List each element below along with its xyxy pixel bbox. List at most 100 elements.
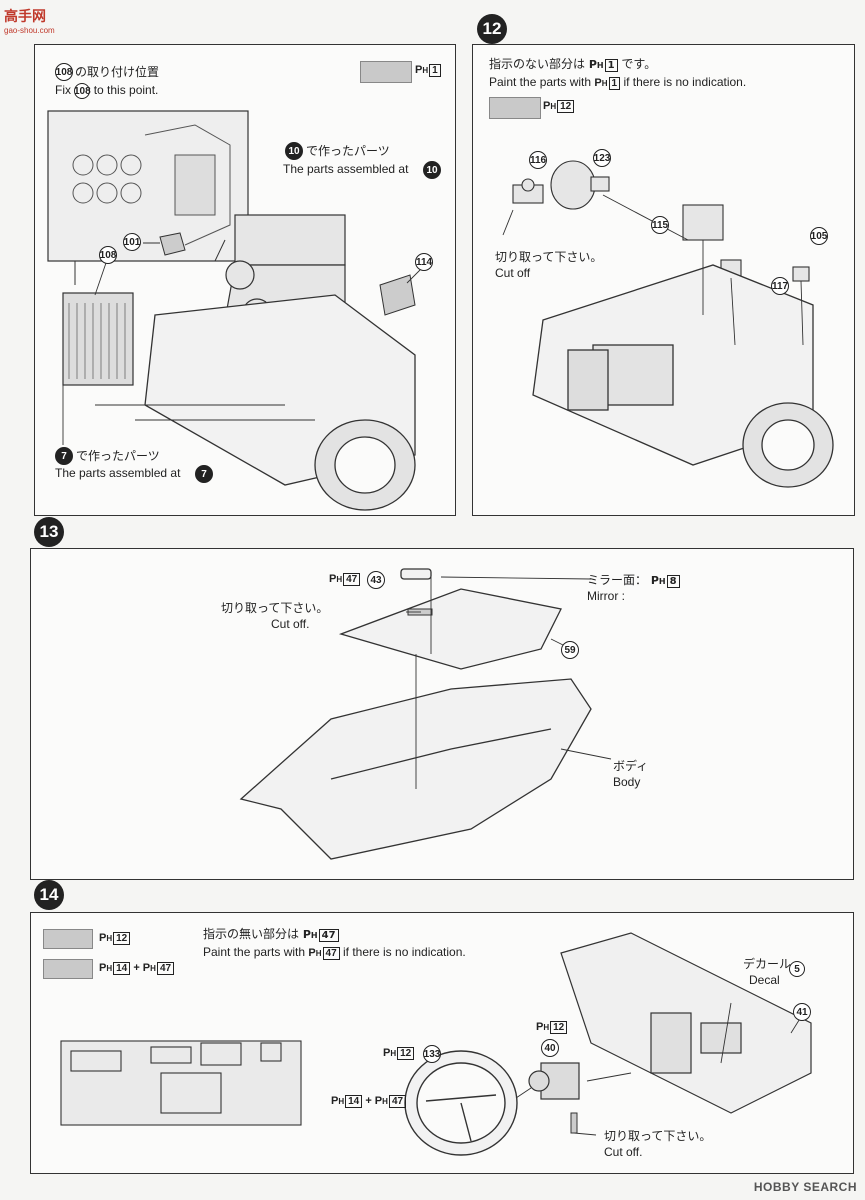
assembled-7-inline-num: 7 — [201, 468, 207, 480]
part-133-callout: 133 — [423, 1045, 441, 1063]
step-12-swatch — [489, 97, 541, 119]
part-43-paint-code: 47 — [343, 573, 361, 586]
step-14-illustration — [60, 932, 812, 1156]
part-101-num: 101 — [123, 236, 141, 248]
column-paint-code: 12 — [550, 1021, 568, 1034]
part-59-callout: 59 — [561, 641, 579, 659]
assembled-7-callout: 7 — [55, 447, 73, 465]
step-14-swatch-2-code-a: 14 — [113, 962, 131, 975]
assembled-7-inline: 7 — [195, 465, 213, 483]
part-114-callout: 114 — [415, 253, 433, 271]
part-123-num: 123 — [593, 152, 611, 164]
part-108-callout: 108 — [99, 246, 117, 264]
site-logo-url: gao-shou.com — [4, 26, 55, 35]
part-115-callout: 115 — [651, 216, 669, 234]
step-12-cut-off-jp: 切り取って下さい。 — [495, 250, 603, 264]
decal-num-callout: 5 — [789, 961, 805, 977]
step-14-swatch-2-code-b: 47 — [156, 962, 175, 975]
step-14-badge: 14 — [34, 880, 64, 910]
decal-label-en: Decal — [749, 973, 780, 987]
step-12-badge: 12 — [477, 14, 507, 44]
assembled-10-inline-num: 10 — [426, 164, 438, 176]
assembled-10-en: The parts assembled at — [283, 162, 409, 176]
step-13-illustration — [239, 568, 612, 860]
step-14-note-code: 47 — [318, 929, 339, 942]
paint-code: 1 — [429, 64, 441, 77]
body-label-jp: ボディ — [613, 759, 649, 773]
part-43-callout: 43 — [367, 571, 385, 589]
part-117-num: 117 — [771, 280, 789, 292]
site-logo-text: 高手网 — [4, 8, 46, 24]
step-13-badge: 13 — [34, 517, 64, 547]
step-12-note-code: 1 — [604, 59, 618, 72]
step-12-note-en-prefix: Paint the parts with — [489, 75, 592, 89]
step-14-swatch-2-plus: + — [133, 962, 140, 974]
part-114-num: 114 — [415, 256, 433, 268]
body-label-en: Body — [613, 775, 641, 789]
assembled-7-jp: で作ったパーツ — [76, 449, 160, 463]
step-14-note-en-code: 47 — [322, 947, 340, 960]
step-12-swatch-code: 12 — [557, 100, 575, 113]
part-123-callout: 123 — [593, 149, 611, 167]
step-13-cut-off-jp: 切り取って下さい。 — [221, 601, 329, 615]
part-105-callout: 105 — [810, 227, 828, 245]
part-108-num: 108 — [99, 249, 117, 261]
fix-label-en: Fix 108 to this point. — [55, 83, 158, 99]
hobby-search-watermark: HOBBY SEARCH — [753, 1180, 857, 1194]
assembled-10-jp: で作ったパーツ — [306, 144, 390, 158]
step-14-note-jp-text: 指示の無い部分は — [203, 927, 300, 941]
part-59-num: 59 — [564, 644, 576, 656]
step-14-number: 14 — [39, 885, 59, 904]
part-105-num: 105 — [810, 230, 828, 242]
part-116-num: 116 — [529, 154, 547, 166]
decal-label-jp: デカール — [743, 957, 792, 971]
wheel-paint-code-2b: 47 — [388, 1095, 407, 1108]
fix-label-jp: の取り付け位置 — [75, 65, 160, 79]
part-116-callout: 116 — [529, 151, 547, 169]
part-133-num: 133 — [423, 1048, 441, 1060]
step-12-illustration — [502, 160, 834, 488]
assembled-10-inline: 10 — [423, 161, 441, 179]
fix-part-inline-number: 108 — [74, 85, 91, 97]
part-41-callout: 41 — [793, 1003, 811, 1021]
part-43-num: 43 — [370, 574, 382, 586]
assembled-10-callout: 10 — [285, 142, 303, 160]
mirror-code: 8 — [666, 575, 680, 588]
step-14-swatch-2 — [43, 959, 93, 979]
site-logo: 高手网 gao-shou.com — [4, 6, 55, 35]
decal-num: 5 — [794, 963, 800, 975]
part-40-num: 40 — [544, 1042, 556, 1054]
step-11-illustration — [47, 110, 421, 511]
assembled-7-en: The parts assembled at — [55, 466, 181, 480]
step-14-cut-off-en: Cut off. — [604, 1145, 643, 1159]
step-14-swatch-1 — [43, 929, 93, 949]
step-12-note-en-suffix: if there is no indication. — [623, 75, 747, 89]
step-12-note-en-code: 1 — [608, 77, 621, 90]
step-12-cut-off-en: Cut off — [495, 266, 531, 280]
wheel-paint-code: 12 — [397, 1047, 415, 1060]
step-13-number: 13 — [39, 522, 59, 541]
part-101-callout: 101 — [123, 233, 141, 251]
step-14-note-en-suffix: if there is no indication. — [343, 945, 466, 959]
part-115-num: 115 — [651, 219, 669, 231]
assembled-7-num: 7 — [61, 450, 67, 462]
fix-part-callout: 108 — [55, 63, 73, 81]
part-117-callout: 117 — [771, 277, 789, 295]
